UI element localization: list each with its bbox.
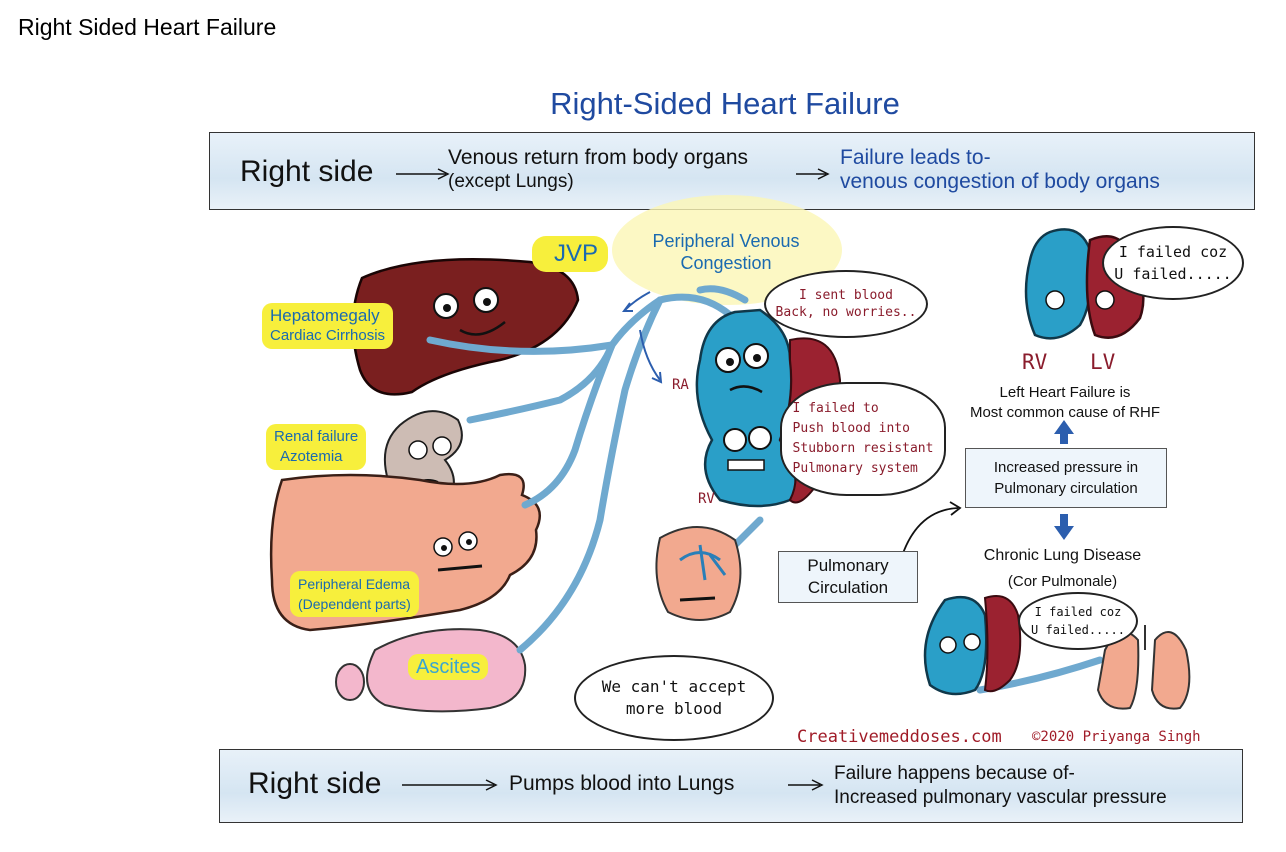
hepato-line1: Hepatomegaly	[270, 306, 380, 325]
bottom-arrow-2	[788, 779, 824, 791]
top-middle-line2: (except Lungs)	[448, 171, 574, 192]
pvc-line2: Congestion	[680, 253, 772, 273]
renal-line1: Renal failure	[274, 428, 359, 445]
coz-top-line1: I failed coz	[1118, 243, 1228, 261]
top-right-line2: venous congestion of body organs	[840, 170, 1160, 193]
bottom-failure-text: Failure happens because of- Increased pu…	[834, 762, 1167, 810]
lung-head	[655, 526, 742, 621]
liver	[351, 257, 580, 396]
bottom-right-line2: Increased pulmonary vascular pressure	[834, 787, 1167, 808]
edema-line1: Peripheral Edema	[298, 576, 411, 592]
bubble-coz-bottom: I failed coz U failed.....	[1018, 592, 1138, 650]
top-right-line1: Failure leads to-	[840, 146, 991, 169]
lv-heart-label: LV	[1090, 350, 1116, 374]
top-arrow-1	[396, 168, 450, 180]
increased-pressure-box: Increased pressure in Pulmonary circulat…	[965, 448, 1167, 508]
pulm-circ-line1: Pulmonary	[807, 556, 889, 575]
hepato-line2: Cardiac Cirrhosis	[270, 327, 386, 344]
rv-heart	[1024, 228, 1093, 340]
jvp-label: JVP	[532, 236, 609, 272]
inc-press-line2: Pulmonary circulation	[994, 480, 1138, 497]
page-title: Right Sided Heart Failure	[18, 14, 277, 40]
rv-heart-label: RV	[1022, 350, 1048, 374]
bottom-right-side-label: Right side	[248, 767, 382, 800]
edema-label: Peripheral Edema (Dependent parts)	[290, 571, 419, 617]
jvp-text: JVP	[554, 240, 599, 267]
pulmonary-circulation-box: Pulmonary Circulation	[778, 551, 918, 603]
sent-line1: I sent blood	[799, 288, 893, 303]
ascites-text: Ascites	[416, 656, 481, 678]
top-right-side-label: Right side	[240, 155, 374, 188]
top-middle-line1: Venous return from body organs	[448, 146, 749, 169]
coz-top-line2: U failed.....	[1114, 265, 1232, 283]
center-heart-right	[695, 308, 797, 508]
cld-text: Chronic Lung Disease (Cor Pulmonale)	[945, 543, 1180, 595]
accept-line2: more blood	[625, 699, 723, 718]
sent-line2: Back, no worries..	[775, 305, 917, 320]
top-arrow-2	[796, 168, 830, 180]
lung-right	[1150, 631, 1191, 710]
accept-line1: We can't accept	[601, 677, 747, 696]
pvc-glow	[612, 195, 842, 305]
failed-line4: Pulmonary system	[792, 461, 918, 476]
top-venous-return-text: Venous return from body organs (except L…	[448, 146, 748, 194]
pvc-label: Peripheral Venous Congestion	[626, 230, 826, 274]
bottom-pumps-text: Pumps blood into Lungs	[509, 772, 735, 795]
lhf-text: Left Heart Failure is Most common cause …	[950, 383, 1180, 423]
bottom-arrow-1	[402, 779, 498, 791]
bottom-summary-box: Right side Pumps blood into Lungs Failur…	[219, 749, 1243, 823]
ra-label: RA	[672, 377, 689, 393]
failed-line1: I failed to	[792, 401, 879, 416]
pc-arrow	[901, 507, 959, 557]
cld-line2: (Cor Pulmonale)	[1007, 573, 1118, 590]
coz-bottom-line2: U failed.....	[1031, 623, 1125, 637]
top-summary-box: Right side Venous return from body organ…	[209, 132, 1255, 210]
bubble-failed-to-push: I failed to Push blood into Stubborn res…	[780, 382, 946, 496]
renal-line2: Azotemia	[280, 448, 343, 465]
pulm-circ-line2: Circulation	[807, 578, 889, 597]
lhf-line1: Left Heart Failure is	[999, 384, 1131, 401]
failed-line2: Push blood into	[792, 421, 910, 436]
lhf-line2: Most common cause of RHF	[969, 404, 1161, 421]
hepatomegaly-label: Hepatomegaly Cardiac Cirrhosis	[262, 303, 394, 349]
bubble-sent-blood: I sent blood Back, no worries..	[764, 270, 928, 338]
copyright: ©2020 Priyanga Singh	[1032, 729, 1201, 745]
cld-line1: Chronic Lung Disease	[983, 547, 1142, 564]
site-credit: Creativemeddoses.com	[797, 727, 1002, 747]
bubble-cant-accept: We can't accept more blood	[574, 655, 774, 741]
diagram-title: Right-Sided Heart Failure	[550, 86, 900, 121]
coz-bottom-line1: I failed coz	[1034, 605, 1122, 619]
failed-line3: Stubborn resistant	[792, 441, 934, 456]
rv-label: RV	[698, 491, 715, 507]
top-failure-text: Failure leads to- venous congestion of b…	[840, 146, 1160, 194]
inc-press-line1: Increased pressure in	[993, 459, 1139, 476]
bubble-coz-top: I failed coz U failed.....	[1102, 226, 1244, 300]
flow-arrows	[622, 291, 663, 384]
flow-arrows-right	[1054, 420, 1074, 540]
ascites-label: Ascites	[408, 654, 489, 680]
renal-label: Renal failure Azotemia	[266, 424, 367, 470]
pvc-line1: Peripheral Venous	[652, 231, 800, 251]
edema-line2: (Dependent parts)	[298, 596, 411, 612]
liver-smile	[459, 321, 506, 336]
bottom-right-line1: Failure happens because of-	[834, 763, 1075, 784]
